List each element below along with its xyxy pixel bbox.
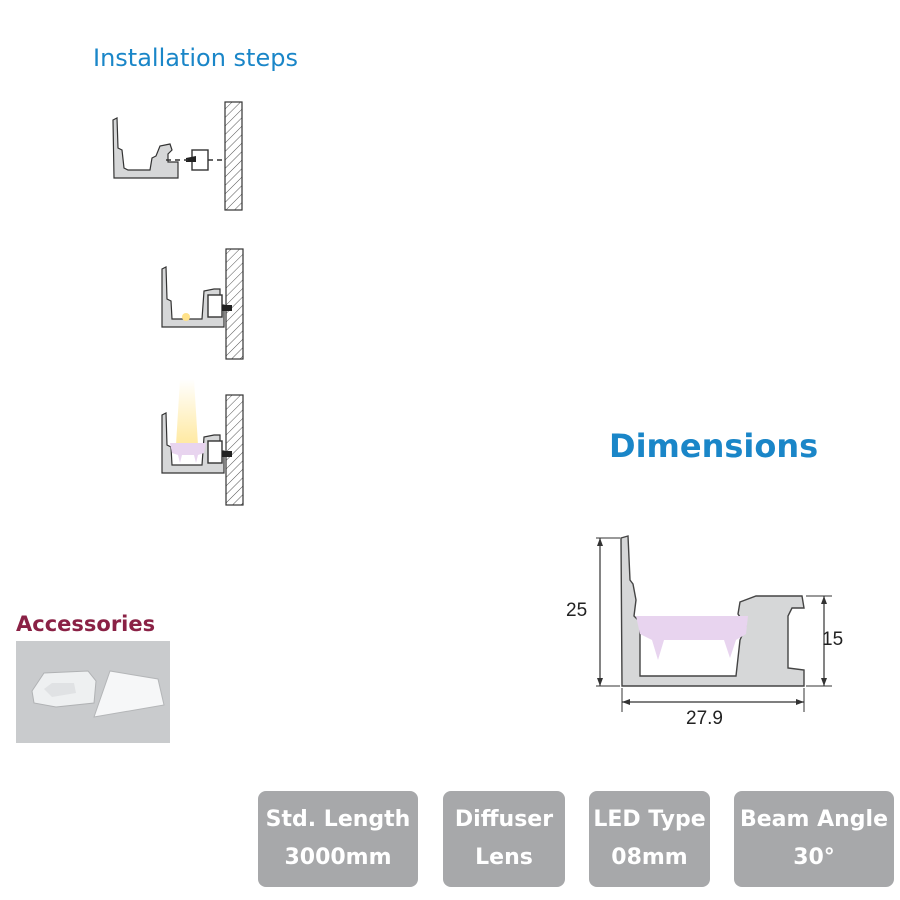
installation-step-1 bbox=[100, 98, 250, 214]
wall bbox=[225, 394, 244, 506]
spec-badge-value: Lens bbox=[475, 845, 533, 870]
width-label: 27.9 bbox=[686, 708, 723, 729]
screw bbox=[222, 305, 232, 311]
spec-badge-value: 08mm bbox=[611, 845, 688, 870]
diffuser bbox=[170, 443, 206, 463]
led-strip-icon bbox=[182, 313, 190, 321]
profile bbox=[112, 117, 179, 179]
lens-height-label: 15 bbox=[822, 629, 843, 650]
end-cap-right bbox=[93, 670, 165, 718]
light-beam bbox=[176, 379, 198, 445]
profile-cross-section bbox=[620, 535, 805, 687]
dimensions-title: Dimensions bbox=[609, 427, 819, 465]
installation-step-2 bbox=[150, 245, 250, 363]
step-2-diagram bbox=[161, 248, 244, 360]
spec-badge-label: Std. Length bbox=[265, 807, 411, 832]
installation-title: Installation steps bbox=[93, 44, 298, 72]
screw bbox=[186, 156, 196, 162]
installation-step-3 bbox=[150, 375, 250, 510]
wall bbox=[225, 248, 244, 360]
spec-badge-label: Beam Angle bbox=[739, 807, 889, 832]
spec-badge-diffuser: Diffuser Lens bbox=[443, 791, 565, 887]
mounting-clip bbox=[207, 440, 223, 464]
diffuser-lens bbox=[636, 616, 748, 660]
spec-badge-label: LED Type bbox=[593, 807, 706, 832]
spec-badge-value: 3000mm bbox=[284, 845, 392, 870]
screw bbox=[222, 451, 232, 457]
dimension-drawing: 25 15 27.9 bbox=[560, 530, 860, 730]
accessories-photo bbox=[16, 641, 170, 743]
accessories-title: Accessories bbox=[16, 612, 156, 636]
spec-badge-label: Diffuser bbox=[454, 807, 554, 832]
step-3-diagram bbox=[161, 379, 244, 506]
spec-badge-beam-angle: Beam Angle 30° bbox=[734, 791, 894, 887]
dimension-diagram: 25 15 27.9 bbox=[566, 535, 843, 729]
end-cap-image bbox=[16, 641, 170, 743]
height-label: 25 bbox=[566, 600, 587, 621]
spec-badge-value: 30° bbox=[793, 845, 835, 870]
spec-badge-length: Std. Length 3000mm bbox=[258, 791, 418, 887]
wall bbox=[224, 101, 243, 211]
mounting-clip bbox=[207, 294, 223, 318]
step-1-diagram bbox=[112, 101, 243, 211]
spec-badge-led-type: LED Type 08mm bbox=[589, 791, 710, 887]
